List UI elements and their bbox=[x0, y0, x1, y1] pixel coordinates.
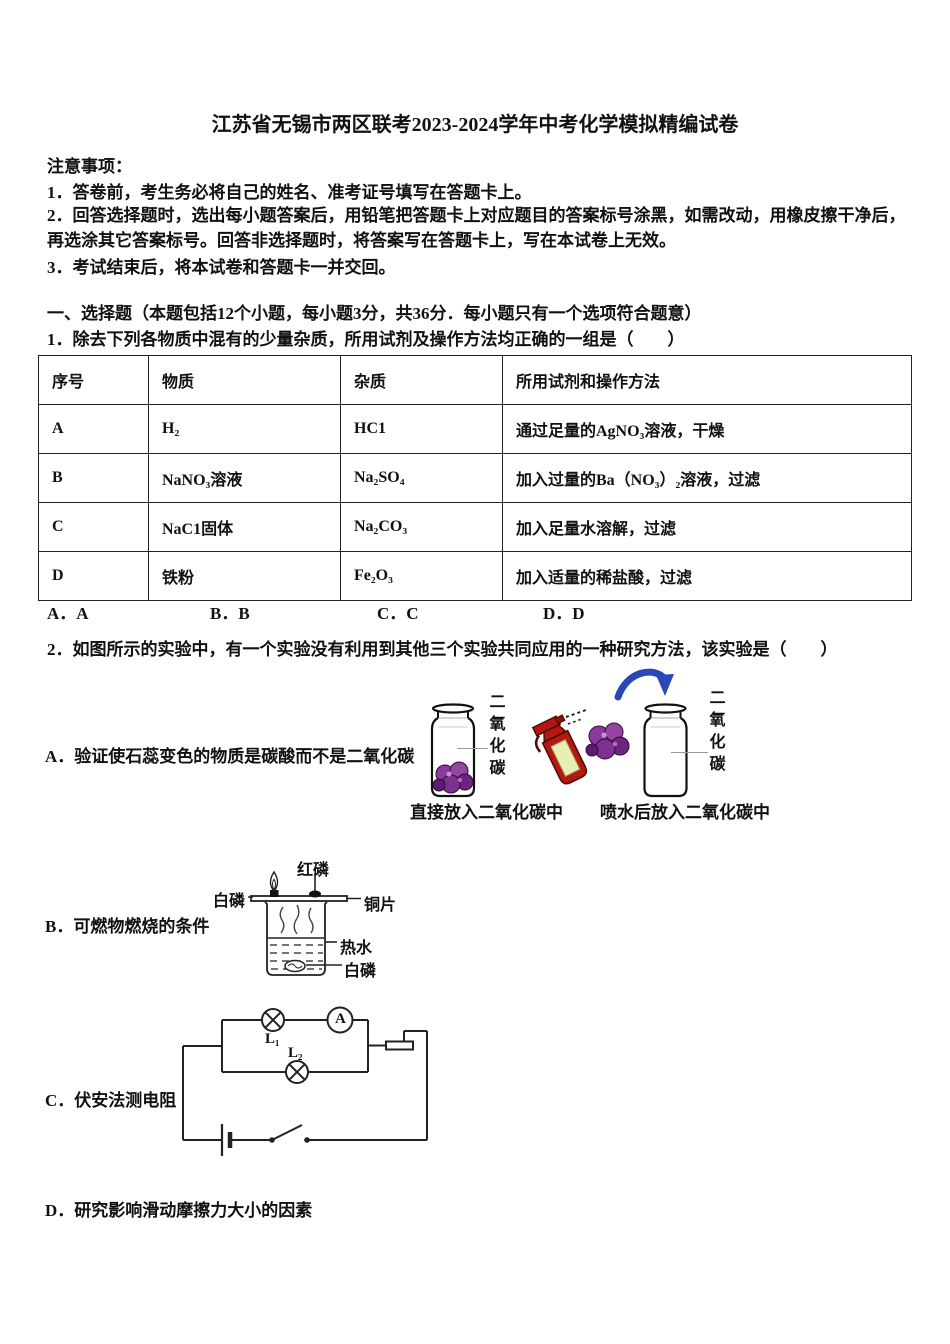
caption-direct: 直接放入二氧化碳中 bbox=[410, 803, 563, 822]
circuit-svg bbox=[182, 1006, 428, 1156]
label-ammeter: A bbox=[335, 1011, 346, 1027]
question-2-stem: 2．如图所示的实验中，有一个实验没有利用到其他三个实验共同应用的一种研究方法，该… bbox=[47, 640, 838, 659]
label-pointer-line bbox=[671, 752, 708, 754]
notice-item-1: 1．答卷前，考生务必将自己的姓名、准考证号填写在答题卡上。 bbox=[47, 183, 532, 202]
cell-id: D bbox=[38, 551, 149, 601]
col-header: 物质 bbox=[148, 355, 341, 405]
q2-option-d: D．研究影响滑动摩擦力大小的因素 bbox=[45, 1201, 313, 1220]
cell-id: C bbox=[38, 502, 149, 552]
notice-heading: 注意事项： bbox=[47, 157, 132, 176]
label-copper-sheet: 铜片 bbox=[364, 897, 397, 914]
curved-arrow-icon bbox=[614, 668, 674, 701]
col-header: 序号 bbox=[38, 355, 149, 405]
q2-option-c: C．伏安法测电阻 bbox=[45, 1091, 177, 1110]
gas-bottle-icon bbox=[643, 703, 688, 798]
cell-impurity: HC1 bbox=[340, 404, 503, 454]
notice-item-3: 3．考试结束后，将本试卷和答题卡一并交回。 bbox=[47, 258, 396, 277]
label-lamp-2: L₂ bbox=[288, 1045, 303, 1061]
q1-choice-d: D．D bbox=[543, 604, 585, 623]
q1-choice-c: C．C bbox=[377, 604, 419, 623]
notice-item-2: 2．回答选择题时，选出每小题答案后，用铅笔把答题卡上对应题目的答案标号涂黑，如需… bbox=[47, 206, 906, 250]
label-hot-water: 热水 bbox=[340, 940, 373, 957]
figure-combustion-experiment: 白磷 红磷 铜片 热水 白磷 bbox=[205, 845, 420, 985]
spray-bottle-icon bbox=[531, 709, 588, 785]
label-white-phosphorus-top: 白磷 bbox=[213, 893, 246, 910]
cell-substance: NaNO₃溶液 bbox=[148, 453, 341, 503]
label-lamp-1: L₁ bbox=[265, 1031, 280, 1047]
cell-id: A bbox=[38, 404, 149, 454]
table-header-row: 序号 物质 杂质 所用试剂和操作方法 bbox=[38, 355, 912, 405]
col-header: 所用试剂和操作方法 bbox=[502, 355, 912, 405]
table-row: A H₂ HC1 通过足量的AgNO₃溶液，干燥 bbox=[38, 404, 912, 454]
q1-table: 序号 物质 杂质 所用试剂和操作方法 A H₂ HC1 通过足量的AgNO₃溶液… bbox=[38, 355, 912, 601]
cell-method: 加入过量的Ba（NO₃）₂溶液，过滤 bbox=[502, 453, 912, 503]
q2-option-a: A．验证使石蕊变色的物质是碳酸而不是二氧化碳 bbox=[45, 747, 415, 766]
table-row: C NaC1固体 Na₂CO₃ 加入足量水溶解，过滤 bbox=[38, 502, 912, 552]
label-red-phosphorus: 红磷 bbox=[297, 862, 330, 879]
cell-substance: H₂ bbox=[148, 404, 341, 454]
cell-impurity: Na₂SO₄ bbox=[340, 453, 503, 503]
cell-method: 通过足量的AgNO₃溶液，干燥 bbox=[502, 404, 912, 454]
cell-substance: 铁粉 bbox=[148, 551, 341, 601]
flower-icon bbox=[432, 761, 474, 794]
gas-label-left: 二氧化碳 bbox=[489, 694, 506, 777]
cell-impurity: Na₂CO₃ bbox=[340, 502, 503, 552]
section-heading: 一、选择题（本题包括12个小题，每小题3分，共36分．每小题只有一个选项符合题意… bbox=[47, 304, 702, 323]
col-header: 杂质 bbox=[340, 355, 503, 405]
question-1-stem: 1．除去下列各物质中混有的少量杂质，所用试剂及操作方法均正确的一组是（ ） bbox=[47, 330, 685, 349]
q1-choice-b: B．B bbox=[210, 604, 250, 623]
label-pointer-line bbox=[457, 748, 488, 750]
label-white-phosphorus-bottom: 白磷 bbox=[344, 963, 377, 980]
beaker-diagram bbox=[248, 870, 361, 976]
gas-label-right: 二氧化碳 bbox=[709, 690, 726, 773]
cell-method: 加入适量的稀盐酸，过滤 bbox=[502, 551, 912, 601]
q1-choice-a: A．A bbox=[47, 604, 89, 623]
table-row: D 铁粉 Fe₂O₃ 加入适量的稀盐酸，过滤 bbox=[38, 551, 912, 601]
caption-sprayed: 喷水后放入二氧化碳中 bbox=[600, 803, 770, 822]
cell-id: B bbox=[38, 453, 149, 503]
figure-circuit-diagram: L₁ L₂ A bbox=[180, 1000, 450, 1160]
table-row: B NaNO₃溶液 Na₂SO₄ 加入过量的Ba（NO₃）₂溶液，过滤 bbox=[38, 453, 912, 503]
cell-substance: NaC1固体 bbox=[148, 502, 341, 552]
cell-impurity: Fe₂O₃ bbox=[340, 551, 503, 601]
q2-option-b: B．可燃物燃烧的条件 bbox=[45, 917, 210, 936]
paper-title: 江苏省无锡市两区联考2023-2024学年中考化学模拟精编试卷 bbox=[211, 114, 739, 136]
figure-litmus-experiment: 二氧化碳 bbox=[408, 662, 793, 822]
cell-method: 加入足量水溶解，过滤 bbox=[502, 502, 912, 552]
flower-icon bbox=[585, 722, 630, 760]
